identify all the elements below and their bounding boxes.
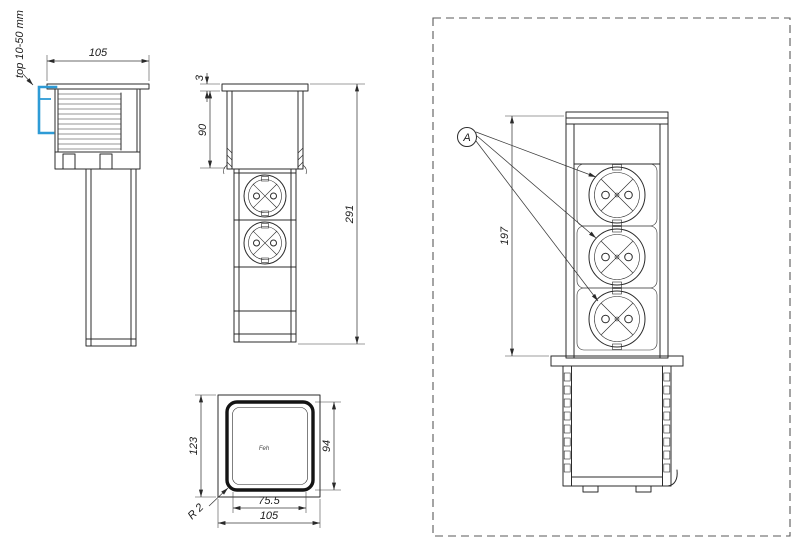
dim-overall-width-group: 105	[217, 499, 321, 528]
socket-module-3	[576, 287, 658, 351]
dim-total-height-label: 291	[344, 205, 356, 224]
lid-seal	[225, 400, 315, 492]
dim-width-label: 105	[89, 47, 108, 59]
clamp-range-leader	[22, 73, 34, 86]
socket-front-1	[243, 174, 287, 218]
view-side-section: 105 top 10-50 mm	[14, 10, 150, 347]
dim-lid-width-group: 75.5	[232, 492, 307, 513]
dim-flange-thickness-label: 3	[194, 74, 206, 81]
dim-housing-height-label: 90	[197, 123, 209, 136]
dim-extended-height-label: 197	[499, 226, 511, 245]
detail-callout: A	[457, 127, 599, 302]
plan-outline: Feh	[217, 394, 321, 498]
front-outline	[221, 83, 309, 343]
lid-mark-label: Feh	[259, 446, 270, 452]
undercounter-housing	[562, 365, 678, 493]
housing-side-outline	[46, 83, 150, 347]
corner-radius-label: R 2	[186, 502, 207, 523]
dim-extended-group: 197	[499, 115, 564, 357]
detail-callout-label: A	[462, 132, 470, 144]
louver-stack	[58, 93, 121, 150]
dim-width-group: 105	[46, 47, 150, 81]
corner-radius-group: R 2	[186, 487, 229, 523]
spring-clips	[223, 147, 307, 175]
view-detail-extended: A 197	[432, 17, 791, 537]
housing-ribs	[563, 372, 671, 473]
socket-module-1	[576, 163, 658, 227]
view-front-elevation: 3 90 291	[194, 73, 365, 345]
dim-total-group: 291	[298, 83, 365, 345]
dim-overall-depth-label: 123	[188, 436, 200, 455]
detail-frame	[432, 17, 791, 537]
dim-housing-group: 90	[197, 91, 225, 169]
dim-overall-width-label: 105	[260, 510, 279, 522]
lid-inner	[232, 407, 308, 485]
dim-lid-width-label: 75.5	[258, 495, 280, 507]
view-top-plan: Feh 123 94 75.5 105	[186, 394, 341, 528]
dim-overall-depth-group: 123	[188, 394, 216, 498]
mounting-clamp	[37, 85, 58, 135]
socket-front-2	[243, 221, 287, 265]
clamp-range-label: top 10-50 mm	[14, 10, 26, 78]
socket-module-2	[576, 225, 658, 289]
dim-lid-depth-label: 94	[321, 440, 333, 452]
dim-flange-group: 3	[194, 73, 220, 102]
dim-lid-depth-group: 94	[315, 401, 341, 491]
